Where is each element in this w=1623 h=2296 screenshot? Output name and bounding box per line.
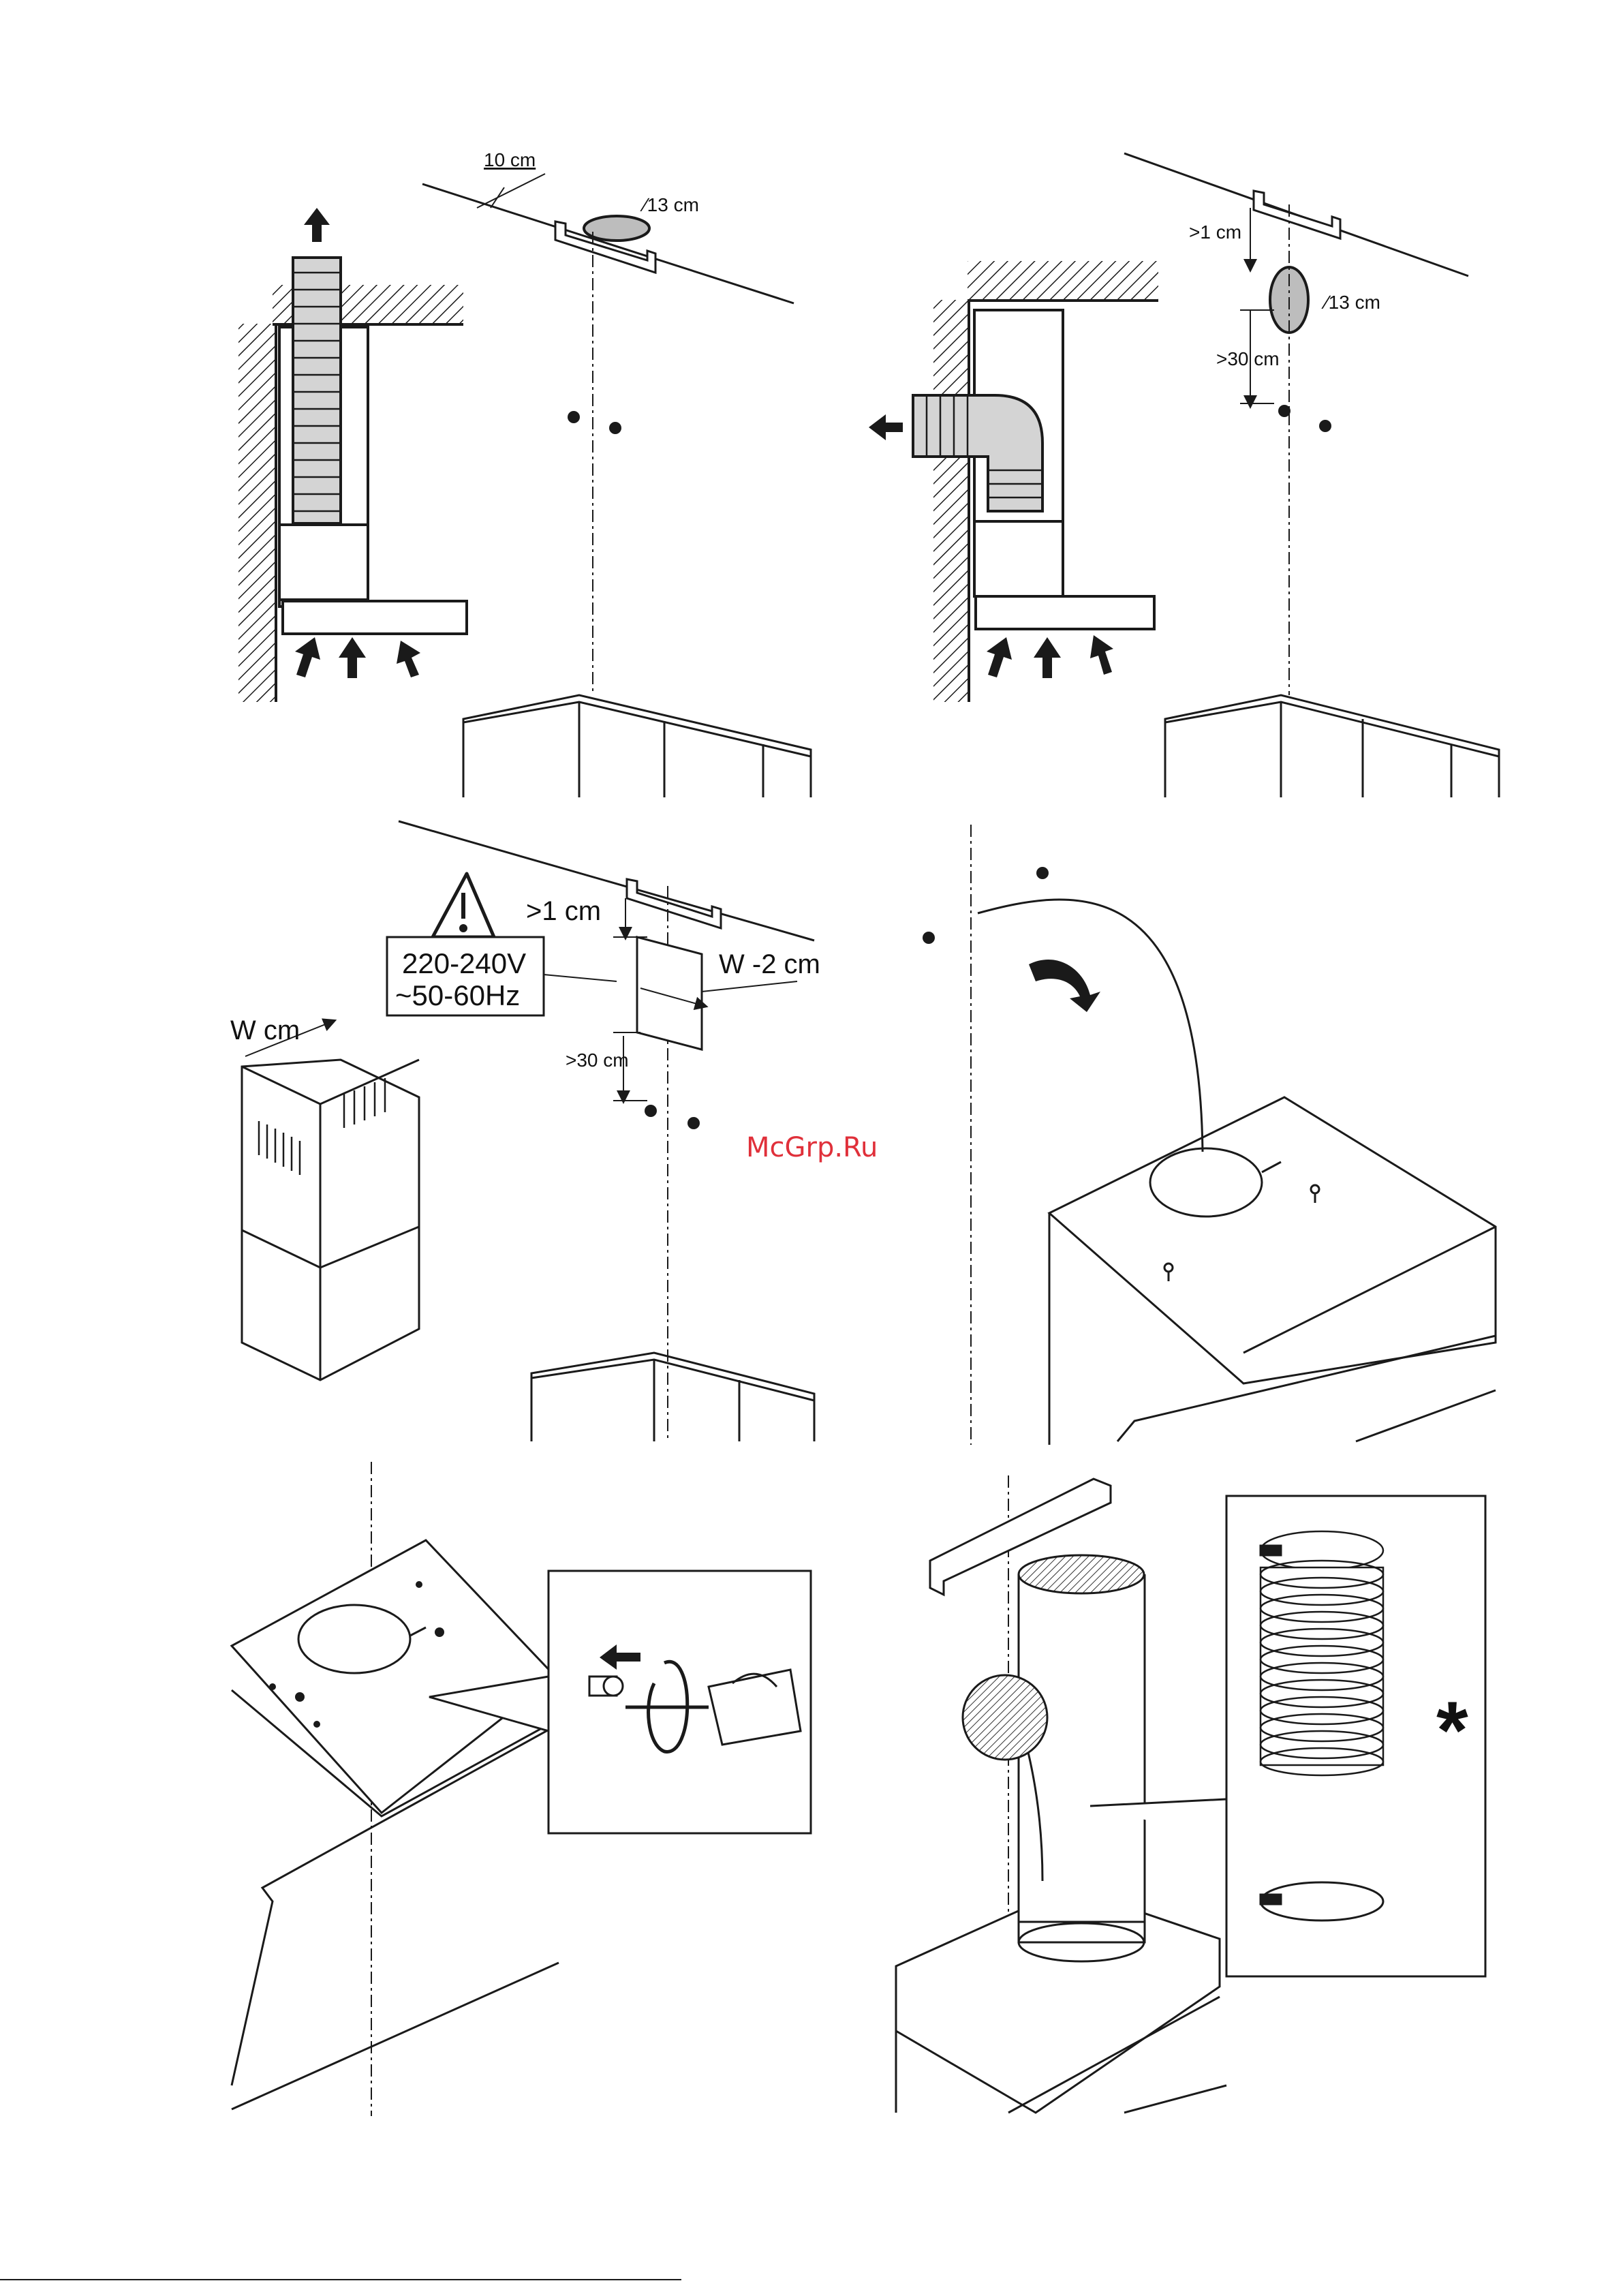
frequency-label: ~50-60Hz [395,979,520,1011]
warning-dot [461,925,466,931]
optional-accessory-mark: * [1436,1685,1468,1776]
cooker-unit [463,695,811,797]
mounting-bracket [627,879,721,928]
screw-icon [568,411,621,434]
outlet-hole [1150,1148,1262,1216]
ceiling-line [422,184,794,303]
panel-4-hang-hood [923,825,1496,1445]
hood-lip-lower [1356,1390,1496,1441]
rigid-duct [1019,1574,1145,1942]
screw-icon [645,1105,700,1129]
duct-hole [584,216,649,241]
panel1-diameter-label: ∕13 cm [640,194,699,215]
panel3-gap-label: >1 cm [526,896,601,926]
watermark: McGrp.Ru [746,1132,878,1163]
panel-1-ducted-vertical [238,174,811,797]
panel2-gap-label: >1 cm [1189,221,1241,243]
wall-outlet-opening [963,1675,1047,1760]
clamp-screw [1261,1895,1281,1904]
cooker-unit [531,1353,814,1441]
screw-icon [1278,405,1331,432]
flexible-hose-icon [1261,1531,1383,1775]
flexible-duct [293,258,341,523]
mounting-bracket [1254,191,1340,239]
panel-5-remove-screws [232,1462,811,2116]
cooker-unit [1165,695,1499,797]
exhaust-arrow-icon [869,414,903,440]
air-intake-arrows-icon [987,635,1113,678]
clamp-screw-top [1261,1546,1281,1555]
offset-label: 10 cm [484,149,536,170]
power-outlet-area [637,937,702,1050]
width-reduction-label: W -2 cm [719,949,820,979]
voltage-leader [544,975,617,981]
duct-top-opening [1019,1555,1144,1593]
hood-top [232,1540,555,1813]
panel3-distance-label: >30 cm [566,1050,629,1071]
panel-6-connect-duct [896,1475,1485,2113]
voltage-label: 220-240V [402,947,526,979]
power-cable [978,900,1203,1152]
hood-lower-edge [232,1963,559,2109]
chimney-width-label: W cm [230,1015,300,1045]
hood-top [1049,1097,1496,1383]
hood-lip [1124,2085,1226,2113]
screw-icon [923,867,1049,944]
offset-dimension [477,174,545,208]
panel2-diameter-label: ∕13 cm [1321,292,1380,313]
offset-tick [491,187,504,208]
air-intake-arrows-icon [295,637,420,678]
outlet-hole [298,1605,410,1673]
panel-2-ducted-horizontal [869,153,1499,797]
telescopic-chimney [242,1060,419,1380]
insert-arrow-icon [1029,960,1100,1012]
panel2-distance-label: >30 cm [1216,348,1280,369]
exhaust-arrow-icon [304,208,330,242]
